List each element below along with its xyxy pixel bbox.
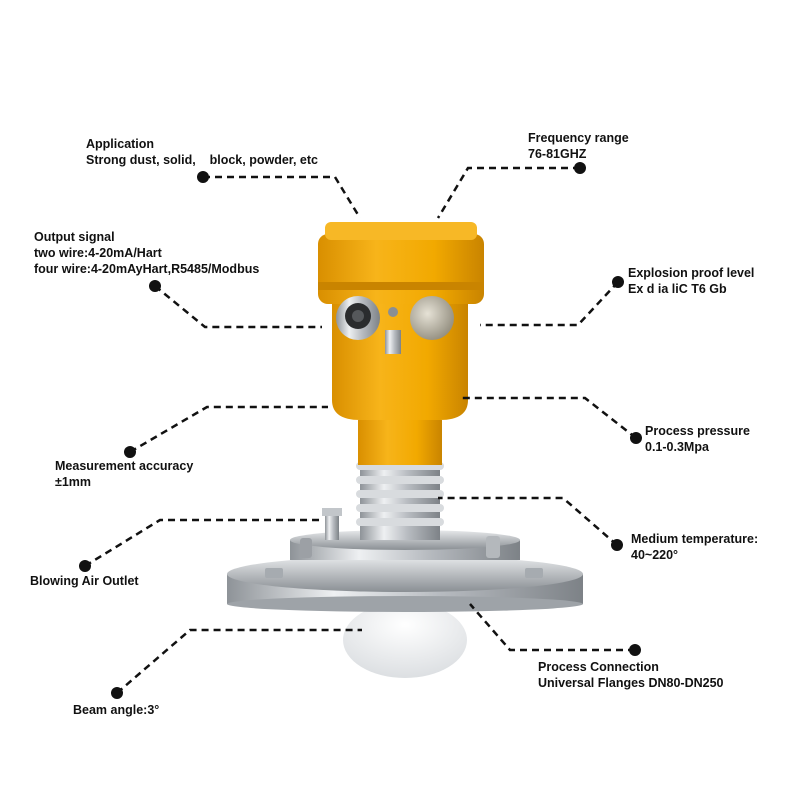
- callout-temperature-title: Medium temperature:: [631, 532, 759, 546]
- callout-application-line: Strong dust, solid, block, powder, etc: [86, 153, 318, 167]
- callout-output-title: Output signal: [34, 230, 115, 244]
- callout-accuracy: Measurement accuracy ±1mm: [55, 458, 193, 490]
- callout-dots: [79, 162, 642, 699]
- callout-connection: Process Connection Universal Flanges DN8…: [538, 659, 724, 691]
- callout-temperature: Medium temperature: 40~220°: [631, 531, 758, 563]
- housing: [318, 222, 484, 465]
- callout-air: Blowing Air Outlet: [30, 573, 139, 589]
- callout-frequency-line: 76-81GHZ: [528, 147, 587, 161]
- callout-output-line-2: four wire:4-20mAyHart,R5485/Modbus: [34, 262, 260, 276]
- callout-beam-title: Beam angle:3°: [73, 703, 160, 717]
- callout-output: Output signal two wire:4-20mA/Hart four …: [34, 229, 259, 277]
- callout-pressure: Process pressure 0.1-0.3Mpa: [645, 423, 750, 455]
- flange-large: [227, 556, 583, 612]
- callout-explosion: Explosion proof level Ex d ia liC T6 Gb: [628, 265, 754, 297]
- callout-accuracy-line: ±1mm: [55, 475, 92, 489]
- callout-beam: Beam angle:3°: [73, 702, 159, 718]
- callout-explosion-title: Explosion proof level: [628, 266, 755, 280]
- antenna-lens: [343, 602, 467, 678]
- leader-lines: [84, 166, 637, 694]
- callout-connection-title: Process Connection: [538, 660, 659, 674]
- callout-air-title: Blowing Air Outlet: [30, 574, 139, 588]
- callout-pressure-title: Process pressure: [645, 424, 750, 438]
- callout-frequency: Frequency range 76-81GHZ: [528, 130, 629, 162]
- callout-frequency-title: Frequency range: [528, 131, 629, 145]
- callout-temperature-line: 40~220°: [631, 548, 679, 562]
- callout-accuracy-title: Measurement accuracy: [55, 459, 194, 473]
- callout-connection-line: Universal Flanges DN80-DN250: [538, 676, 724, 690]
- callout-output-line-1: two wire:4-20mA/Hart: [34, 246, 162, 260]
- callout-application-title: Application: [86, 137, 155, 151]
- callout-explosion-line: Ex d ia liC T6 Gb: [628, 282, 727, 296]
- callout-application: Application Strong dust, solid, block, p…: [86, 136, 318, 168]
- air-outlet-nozzle: [322, 508, 342, 540]
- callout-pressure-line: 0.1-0.3Mpa: [645, 440, 709, 454]
- threaded-stem: [356, 455, 444, 540]
